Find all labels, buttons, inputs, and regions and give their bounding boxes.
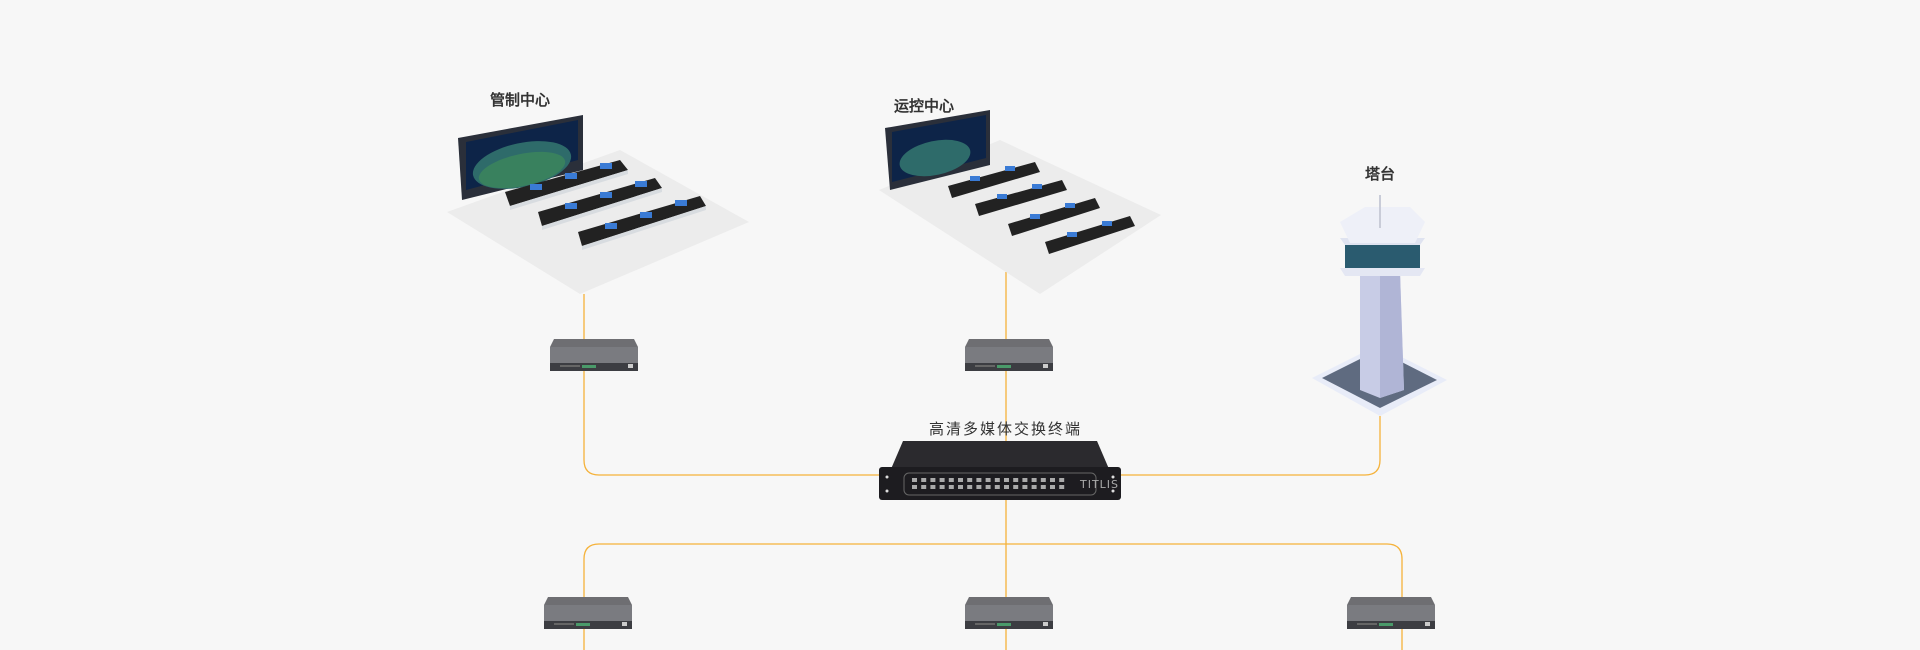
switch-port <box>976 485 982 489</box>
switch-port <box>930 485 936 489</box>
switch-port <box>976 478 982 482</box>
switch-port <box>967 478 973 482</box>
operations-center-label: 运控中心 <box>894 97 955 115</box>
terminal-bottom-right <box>1347 597 1435 629</box>
link-tower <box>1120 416 1381 476</box>
terminal-control-center <box>550 339 638 371</box>
switch-port <box>930 478 936 482</box>
switch-port <box>1050 485 1055 489</box>
switch-port <box>1059 485 1065 489</box>
switch-port <box>994 478 1000 482</box>
operations-center-illustration <box>879 110 1161 294</box>
switch-port <box>985 485 991 489</box>
switch-port <box>958 478 963 482</box>
switch-port <box>1040 478 1046 482</box>
bottom-bus <box>583 543 1403 650</box>
switch-port <box>1022 478 1028 482</box>
switch-port <box>1050 478 1055 482</box>
switch-port <box>1004 485 1009 489</box>
switch-port <box>912 478 917 482</box>
switch-port <box>948 478 954 482</box>
switch-port <box>1040 485 1046 489</box>
terminal-bottom-center <box>965 597 1053 629</box>
switch-brand-logo: TITLIS <box>1080 478 1120 491</box>
switch-port <box>1013 485 1019 489</box>
tower-label: 塔台 <box>1365 165 1396 183</box>
switch-port <box>921 485 927 489</box>
switch-port <box>1059 478 1065 482</box>
switch-port <box>958 485 963 489</box>
link-control-center <box>583 294 880 476</box>
control-center-illustration <box>447 115 749 294</box>
switch-port <box>939 478 945 482</box>
control-center-label: 管制中心 <box>490 91 551 109</box>
terminal-bottom-left <box>544 597 632 629</box>
tower-illustration <box>1312 195 1447 416</box>
switch-port <box>1022 485 1028 489</box>
switch-port <box>912 485 917 489</box>
switch-port <box>1013 478 1019 482</box>
switch-port <box>994 485 1000 489</box>
switch-port <box>948 485 954 489</box>
switch-port <box>967 485 973 489</box>
switch-label: 高清多媒体交换终端 <box>929 420 1083 438</box>
switch-port <box>921 478 927 482</box>
switch-port <box>1004 478 1009 482</box>
switch-port <box>939 485 945 489</box>
multimedia-switch <box>879 441 1121 500</box>
switch-port <box>1031 478 1037 482</box>
switch-port <box>985 478 991 482</box>
switch-port <box>1031 485 1037 489</box>
terminal-operations-center <box>965 339 1053 371</box>
